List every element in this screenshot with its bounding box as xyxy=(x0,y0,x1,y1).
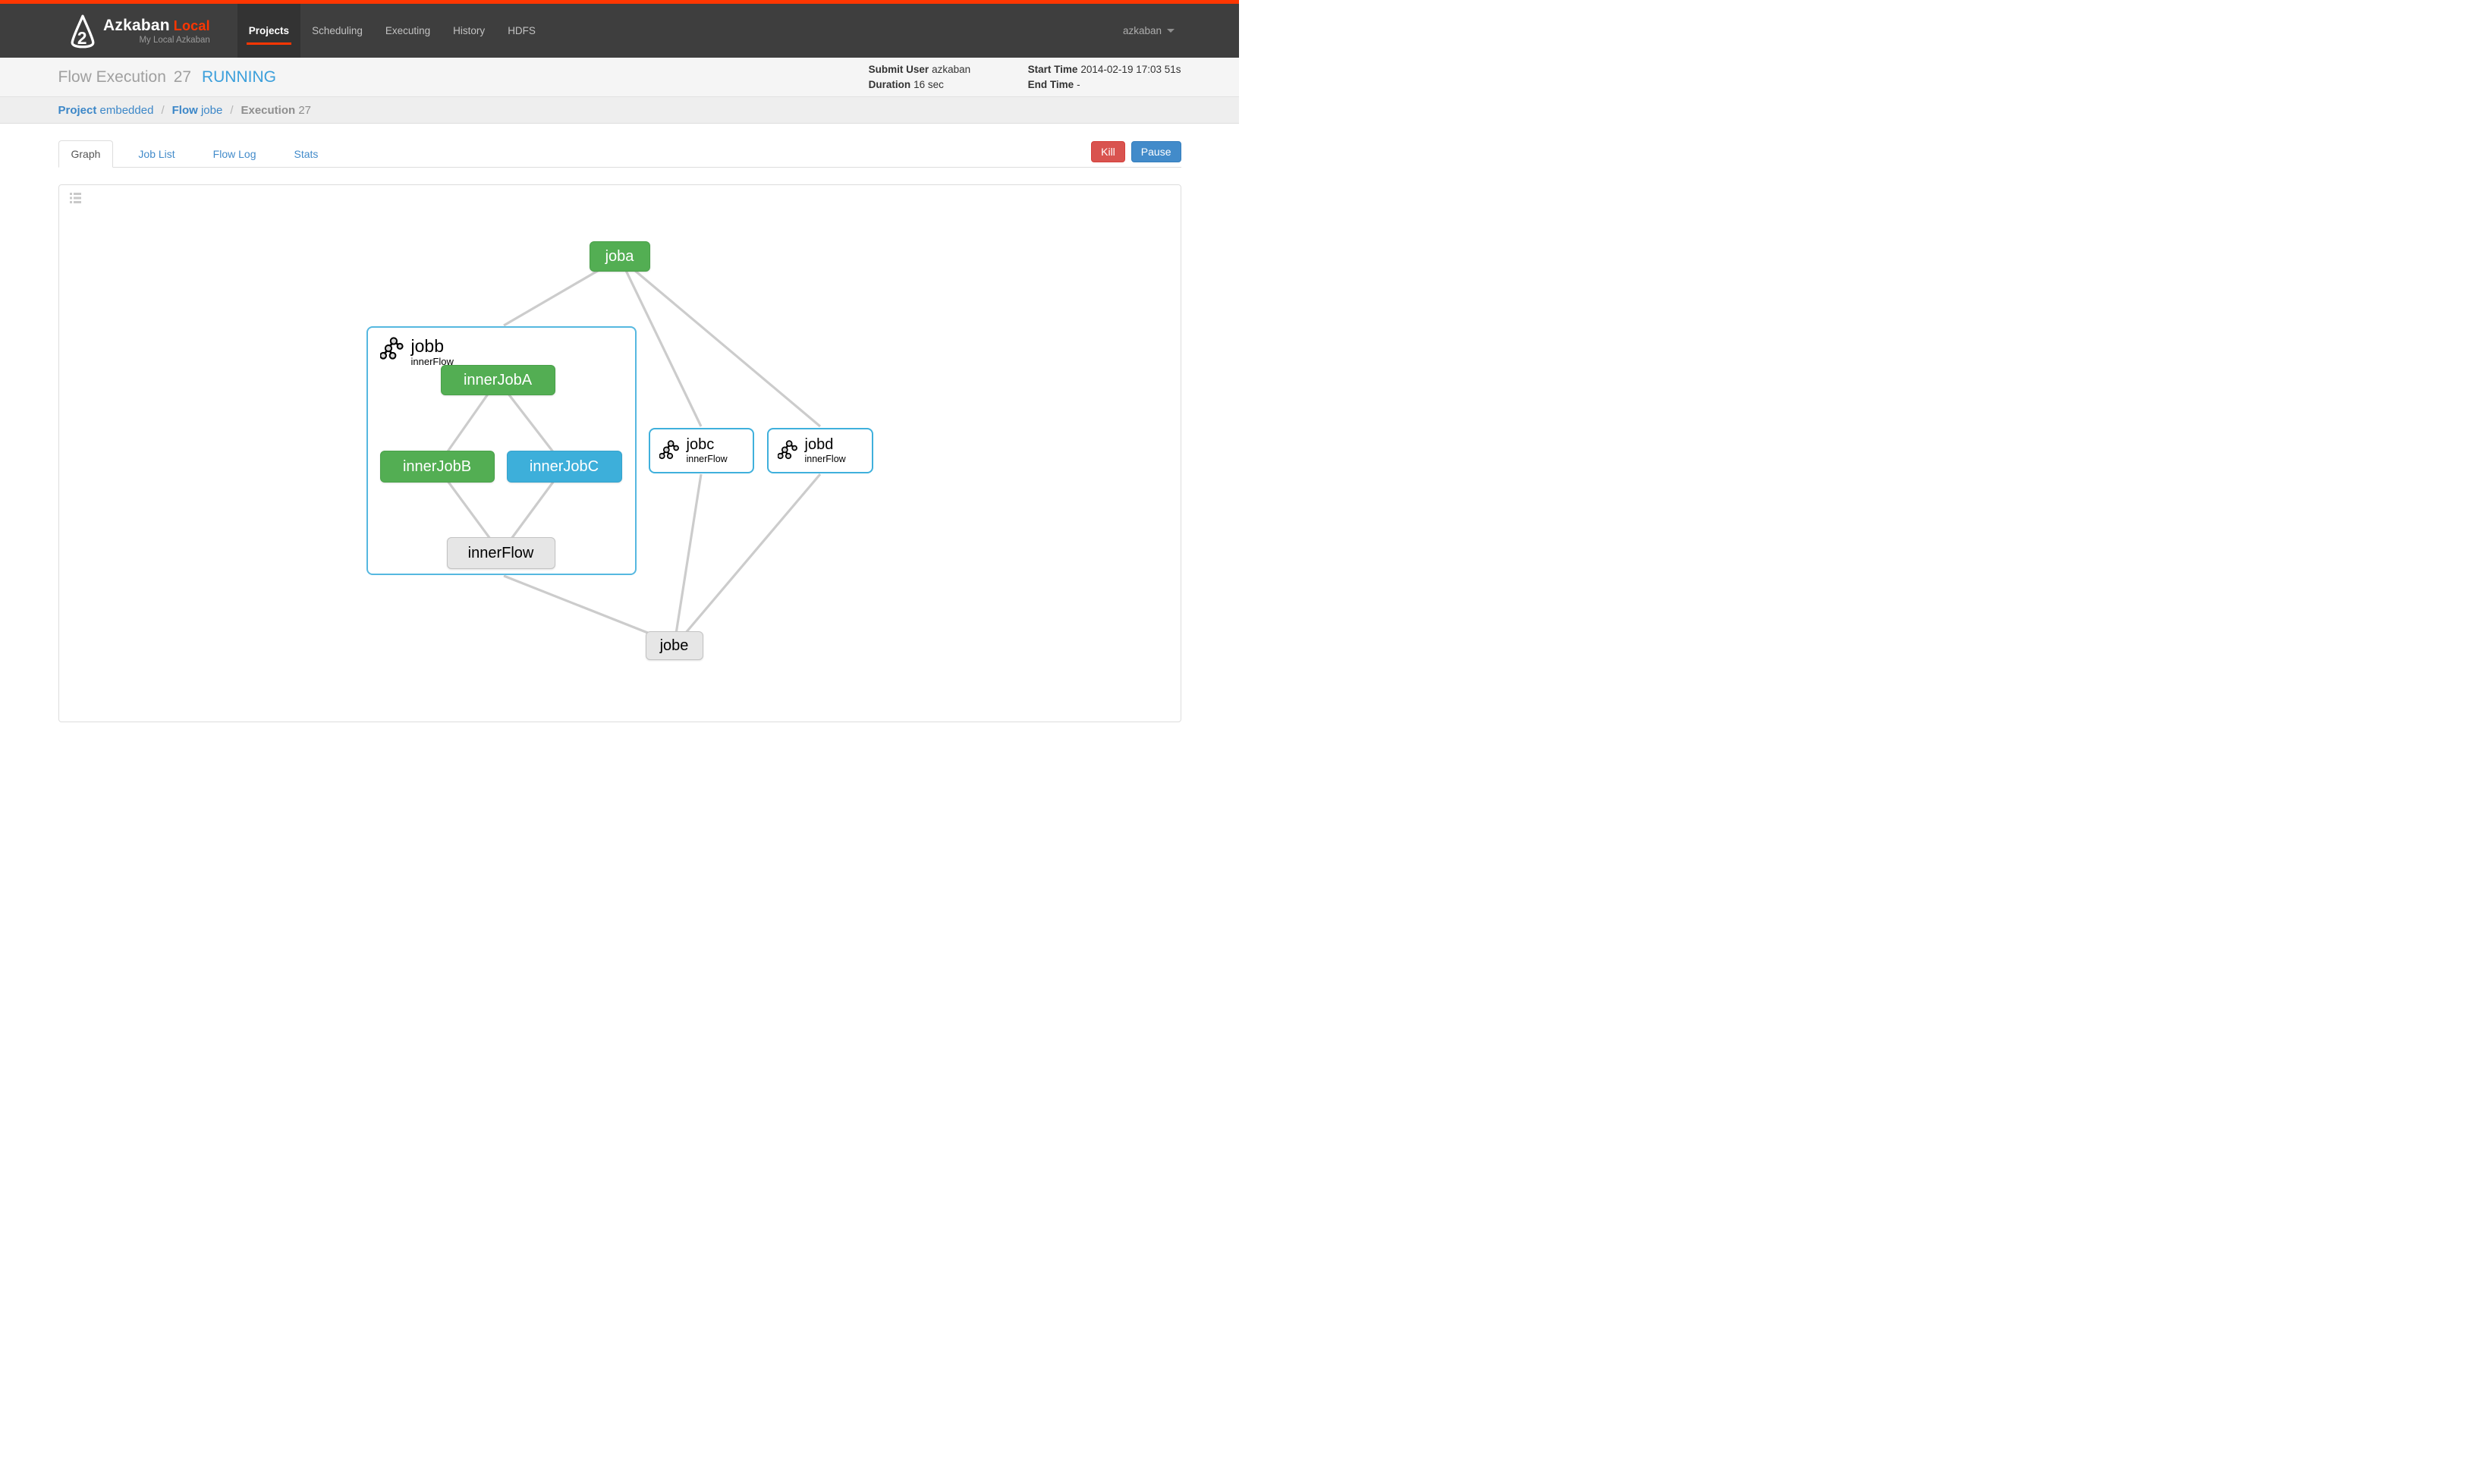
breadcrumb-separator: / xyxy=(230,103,234,117)
tab-job-list[interactable]: Job List xyxy=(138,148,175,160)
nav-item-scheduling[interactable]: Scheduling xyxy=(312,25,363,36)
tab-graph[interactable]: Graph xyxy=(58,140,114,168)
node-jobe[interactable]: jobe xyxy=(645,631,703,660)
job-list-toggle-icon[interactable] xyxy=(69,193,81,203)
breadcrumb-project-link[interactable]: Project embedded xyxy=(58,103,154,117)
status-badge: RUNNING xyxy=(201,68,276,86)
duration-label: Duration xyxy=(868,78,911,90)
breadcrumb-band: Project embedded / Flow jobe / Execution… xyxy=(0,97,1239,124)
end-time-value: - xyxy=(1077,78,1080,90)
brand-suffix: Local xyxy=(173,18,210,33)
tab-stats[interactable]: Stats xyxy=(294,148,319,160)
nav-item-history[interactable]: History xyxy=(453,25,486,36)
breadcrumb-separator: / xyxy=(161,103,165,117)
flow-box-name: jobc xyxy=(686,436,715,453)
start-time-label: Start Time xyxy=(1027,63,1078,75)
nav-item-executing[interactable]: Executing xyxy=(385,25,431,36)
flow-graph-panel: jobb innerFlow joba innerJobA xyxy=(58,184,1181,722)
node-joba[interactable]: joba xyxy=(589,241,650,272)
flow-box-subtitle: innerFlow xyxy=(804,454,846,464)
breadcrumb-execution: Execution 27 xyxy=(241,103,312,117)
nav-item-hdfs[interactable]: HDFS xyxy=(508,25,536,36)
breadcrumb-flow-link[interactable]: Flow jobe xyxy=(171,103,223,117)
kill-button[interactable]: Kill xyxy=(1091,141,1125,162)
flow-tree-icon xyxy=(379,337,404,360)
main-nav: Projects Scheduling Executing History HD… xyxy=(237,4,547,58)
start-time-value: 2014-02-19 17:03 51s xyxy=(1080,63,1181,75)
flow-box-subtitle: innerFlow xyxy=(410,356,454,367)
end-time-label: End Time xyxy=(1027,78,1074,90)
node-innerFlow[interactable]: innerFlow xyxy=(446,537,555,569)
flow-box-name: jobb xyxy=(410,336,444,356)
chevron-down-icon xyxy=(1167,29,1175,33)
breadcrumb: Project embedded / Flow jobe / Execution… xyxy=(58,97,1181,123)
accent-top-strip xyxy=(0,0,1239,4)
execution-id: 27 xyxy=(173,68,192,86)
duration-value: 16 sec xyxy=(914,78,944,90)
title-prefix: Flow Execution xyxy=(58,68,166,86)
node-innerJobB[interactable]: innerJobB xyxy=(379,451,495,483)
pause-button[interactable]: Pause xyxy=(1131,141,1181,162)
page-title: Flow Execution 27 RUNNING xyxy=(58,68,276,86)
user-name: azkaban xyxy=(1122,25,1162,36)
submit-user-label: Submit User xyxy=(868,63,929,75)
nav-item-projects[interactable]: Projects xyxy=(237,4,301,58)
svg-text:2: 2 xyxy=(77,28,87,48)
tab-flow-log[interactable]: Flow Log xyxy=(212,148,256,160)
flow-box-name: jobd xyxy=(804,436,834,453)
flow-tree-icon xyxy=(659,440,679,460)
flow-tree-icon xyxy=(777,440,797,460)
flow-box-subtitle: innerFlow xyxy=(686,454,728,464)
node-innerJobA[interactable]: innerJobA xyxy=(440,365,555,395)
node-innerJobC[interactable]: innerJobC xyxy=(506,451,622,483)
submit-user-value: azkaban xyxy=(932,63,971,75)
azkaban-logo-icon: 2 xyxy=(71,14,95,48)
brand-subtitle: My Local Azkaban xyxy=(139,36,210,45)
node-jobc-flow-box[interactable]: jobc innerFlow xyxy=(648,428,754,473)
node-jobd-flow-box[interactable]: jobd innerFlow xyxy=(766,428,873,473)
user-menu[interactable]: azkaban xyxy=(1123,4,1175,58)
view-tabs: Graph Job List Flow Log Stats xyxy=(58,140,1181,168)
